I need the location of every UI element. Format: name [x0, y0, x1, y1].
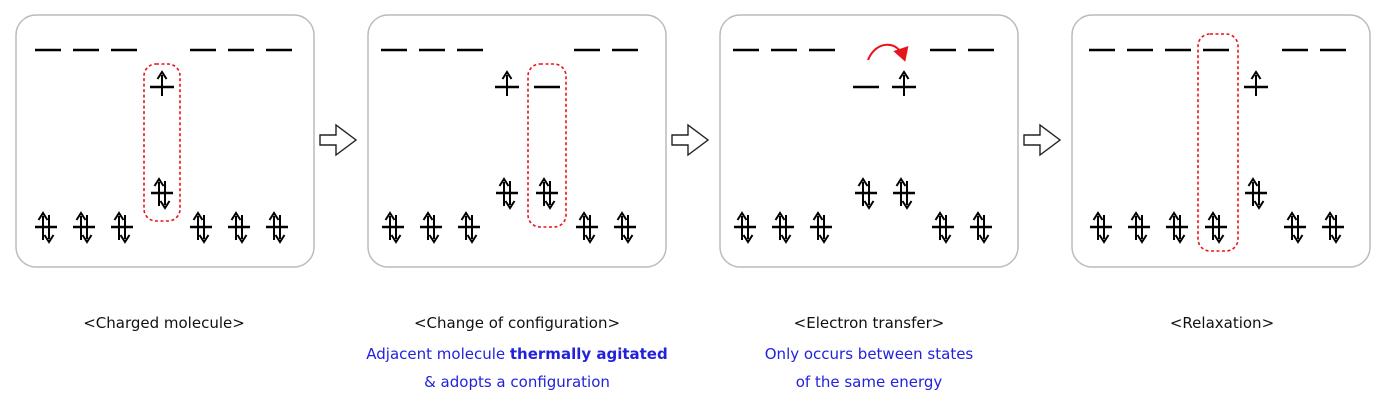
panel-4 — [1071, 14, 1371, 268]
panel-note-line: & adopts a configuration — [357, 373, 677, 391]
panel-note-line: of the same energy — [709, 373, 1029, 391]
note-text: Only occurs between states — [764, 345, 974, 363]
up-down-arrow-pair-icon — [970, 211, 992, 244]
panel-caption: <Change of configuration> — [413, 314, 621, 332]
highlight-box — [1197, 33, 1239, 252]
up-down-arrow-pair-icon — [458, 211, 480, 244]
up-down-arrow-pair-icon — [893, 177, 915, 210]
panel-frame — [719, 14, 1019, 268]
up-down-arrow-pair-icon — [382, 211, 404, 244]
up-down-arrow-pair-icon — [111, 211, 133, 244]
note-text: of the same energy — [795, 373, 943, 391]
up-down-arrow-pair-icon — [190, 211, 212, 244]
panel-caption: <Relaxation> — [1169, 314, 1275, 332]
up-down-arrow-pair-icon — [614, 211, 636, 244]
note-emphasis: thermally agitated — [509, 345, 668, 363]
panel-note-line: Only occurs between states — [709, 345, 1029, 363]
up-down-arrow-pair-icon — [536, 177, 558, 210]
up-down-arrow-pair-icon — [1245, 177, 1267, 210]
panel-2 — [367, 14, 667, 268]
up-down-arrow-pair-icon — [228, 211, 250, 244]
note-text: & adopts a configuration — [424, 373, 610, 391]
singly-occupied-level — [1244, 70, 1268, 96]
singly-occupied-level — [892, 70, 916, 96]
up-down-arrow-pair-icon — [734, 211, 756, 244]
panel-caption: <Electron transfer> — [793, 314, 945, 332]
hollow-right-arrow-icon — [319, 123, 358, 157]
up-down-arrow-pair-icon — [1166, 211, 1188, 244]
up-arrow-electron-icon — [501, 70, 513, 96]
panel-note-line: Adjacent molecule thermally agitated — [357, 345, 677, 363]
up-down-arrow-pair-icon — [1128, 211, 1150, 244]
panel-frame — [15, 14, 315, 268]
up-arrow-electron-icon — [898, 70, 910, 96]
highlight-box — [143, 63, 181, 222]
up-down-arrow-pair-icon — [496, 177, 518, 210]
hollow-right-arrow-icon — [671, 123, 710, 157]
up-down-arrow-pair-icon — [576, 211, 598, 244]
up-down-arrow-pair-icon — [1322, 211, 1344, 244]
up-down-arrow-pair-icon — [151, 177, 173, 210]
up-down-arrow-pair-icon — [266, 211, 288, 244]
up-down-arrow-pair-icon — [1090, 211, 1112, 244]
singly-occupied-level — [150, 70, 174, 96]
up-down-arrow-pair-icon — [420, 211, 442, 244]
singly-occupied-level — [495, 70, 519, 96]
hollow-right-arrow-icon — [1023, 123, 1062, 157]
panel-frame — [1071, 14, 1371, 268]
panel-caption: <Charged molecule> — [83, 314, 245, 332]
up-down-arrow-pair-icon — [1284, 211, 1306, 244]
panel-frame — [367, 14, 667, 268]
up-arrow-electron-icon — [1250, 70, 1262, 96]
up-arrow-electron-icon — [156, 70, 168, 96]
up-down-arrow-pair-icon — [810, 211, 832, 244]
up-down-arrow-pair-icon — [855, 177, 877, 210]
note-text: Adjacent molecule — [366, 345, 510, 363]
curved-red-arrow-icon — [867, 43, 909, 62]
up-down-arrow-pair-icon — [35, 211, 57, 244]
highlight-box — [527, 63, 567, 228]
up-down-arrow-pair-icon — [932, 211, 954, 244]
panel-1 — [15, 14, 315, 268]
panel-3 — [719, 14, 1019, 268]
up-down-arrow-pair-icon — [73, 211, 95, 244]
up-down-arrow-pair-icon — [772, 211, 794, 244]
up-down-arrow-pair-icon — [1205, 211, 1227, 244]
